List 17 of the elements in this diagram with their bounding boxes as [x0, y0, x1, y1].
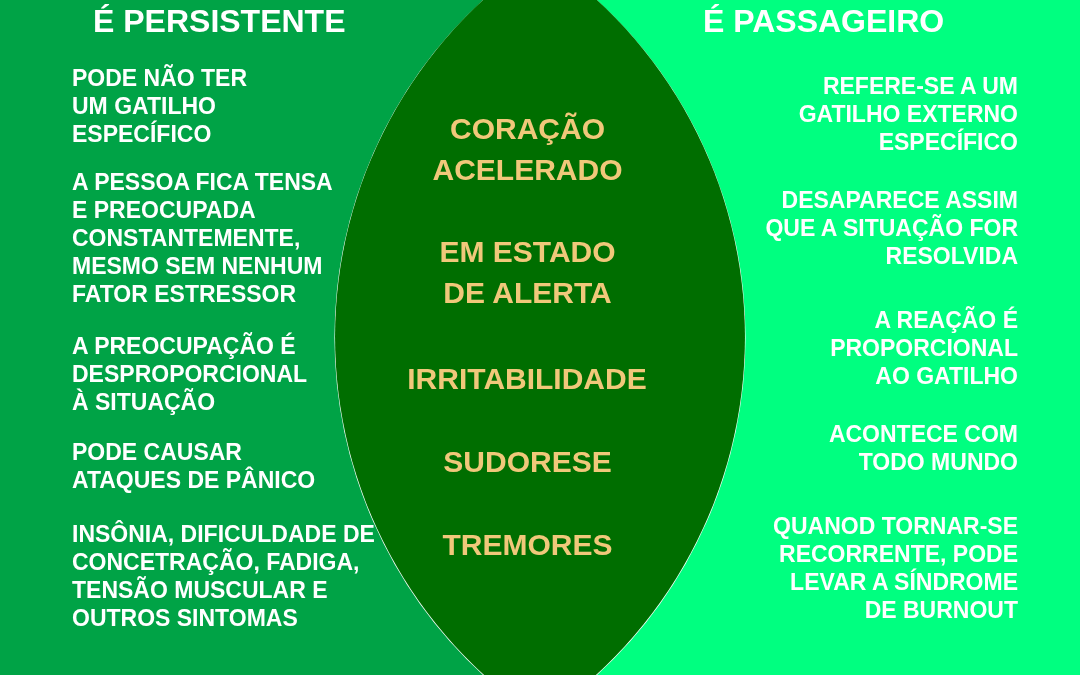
symptom-text: SUDORESE — [442, 444, 613, 480]
trait-text: PODE NÃO TER UM GATILHO ESPECÍFICO — [72, 64, 249, 148]
trait-text: REFERE-SE A UM GATILHO EXTERNO ESPECÍFICO — [797, 72, 1018, 156]
panel-heading: É PERSISTENTE — [93, 2, 347, 40]
trait-text: QUANOD TORNAR-SE RECORRENTE, PODE LEVAR A SÍNDROME DE BURNOUT — [772, 512, 1018, 624]
panel-heading: É PASSAGEIRO — [703, 2, 946, 40]
trait-text: A PESSOA FICA TENSA E PREOCUPADA CONSTANTEMENTE, MESMO SEM NENHUM FATOR ESTRESSOR — [72, 168, 333, 308]
trait-text: PODE CAUSAR ATAQUES DE PÂNICO — [72, 438, 317, 494]
trait-text: DESAPARECE ASSIM QUE A SITUAÇÃO FOR RESOLVIDA — [764, 186, 1018, 270]
trait-text: A PREOCUPAÇÃO É DESPROPORCIONAL À SITUAÇÃO — [72, 332, 308, 416]
symptom-text: TREMORES — [441, 527, 614, 563]
symptom-text: CORAÇÃO ACELERADO — [431, 111, 624, 188]
symptom-text: IRRITABILIDADE — [406, 361, 648, 397]
trait-text: INSÔNIA, DIFICULDADE DE CONCETRAÇÃO, FADIGA, TENSÃO MUSCULAR E OUTROS SINTOMAS — [72, 520, 376, 632]
trait-text: ACONTECE COM TODO MUNDO — [827, 420, 1018, 476]
symptom-text: EM ESTADO DE ALERTA — [438, 234, 617, 311]
trait-text: A REAÇÃO É PROPORCIONAL AO GATILHO — [829, 306, 1018, 390]
